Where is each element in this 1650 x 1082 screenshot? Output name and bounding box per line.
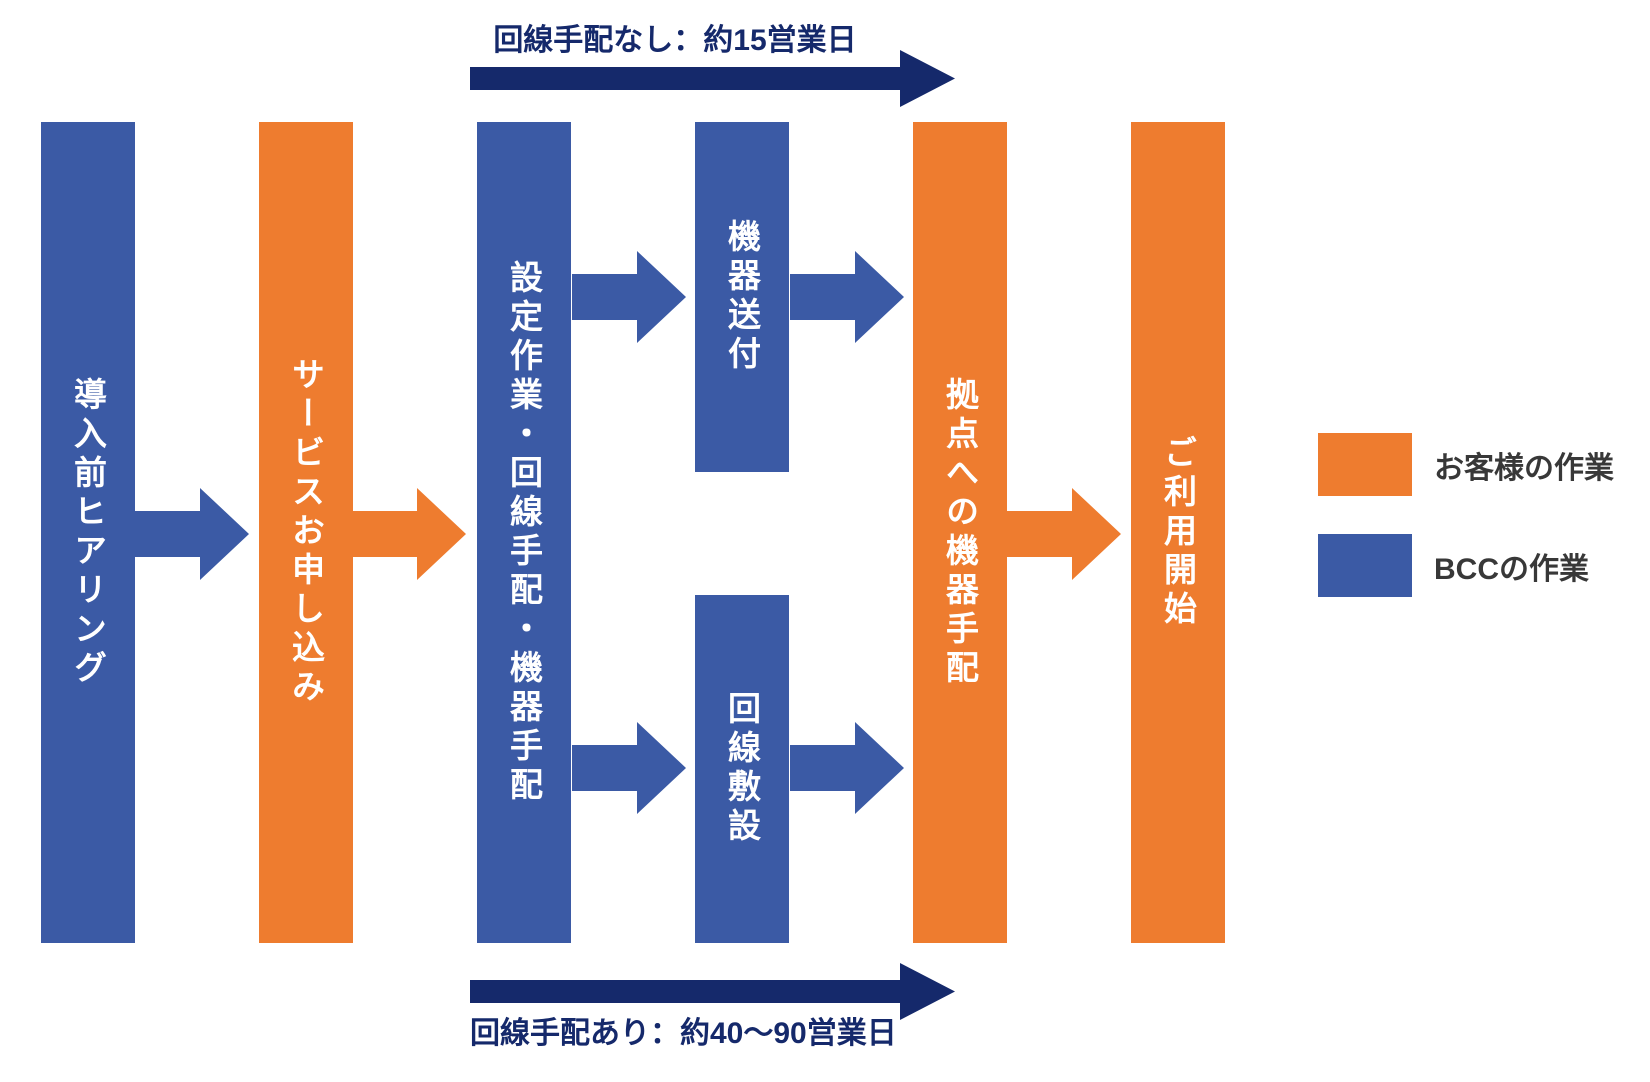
step-bar-site-equipment-arrangement: 拠点への機器手配 — [913, 122, 1007, 943]
legend-item-bcc: BCCの作業 — [1318, 534, 1589, 597]
step-label: 拠点への機器手配 — [941, 376, 979, 689]
step-bar-service-application: サービスお申し込み — [259, 122, 353, 943]
legend-label-bcc: BCCの作業 — [1434, 552, 1589, 586]
arrow-hearing-to-application-icon — [135, 488, 249, 580]
step-label: 設定作業・回線手配・機器手配 — [505, 259, 543, 806]
bottom-timeline-label: 回線手配あり：約40〜90営業日 — [470, 1017, 897, 1050]
step-bar-service-start: ご利用開始 — [1131, 122, 1225, 943]
step-bar-pre-introduction-hearing: 導入前ヒアリング — [41, 122, 135, 943]
step-label: 導入前ヒアリング — [69, 376, 107, 689]
legend-swatch-bcc — [1318, 534, 1412, 597]
step-label: 回線敷設 — [723, 691, 761, 847]
step-label: サービスお申し込み — [287, 357, 325, 708]
top-timeline-label: 回線手配なし：約15営業日 — [493, 24, 857, 57]
arrow-application-to-setup-icon — [352, 488, 466, 580]
step-bar-equipment-shipping: 機器送付 — [695, 122, 789, 472]
step-label: 機器送付 — [723, 219, 761, 375]
arrow-setup-to-shipping-icon — [572, 251, 686, 343]
arrow-setup-to-laying-icon — [572, 722, 686, 814]
arrow-arrangement-to-start-icon — [1007, 488, 1121, 580]
arrow-laying-to-arrangement-icon — [790, 722, 904, 814]
step-label: ご利用開始 — [1159, 435, 1197, 630]
legend-item-customer: お客様の作業 — [1318, 433, 1614, 496]
arrow-shipping-to-arrangement-icon — [790, 251, 904, 343]
step-bar-line-laying: 回線敷設 — [695, 595, 789, 943]
legend-swatch-customer — [1318, 433, 1412, 496]
legend-label-customer: お客様の作業 — [1434, 451, 1614, 485]
step-bar-setup-line-equipment-arrangement: 設定作業・回線手配・機器手配 — [477, 122, 571, 943]
